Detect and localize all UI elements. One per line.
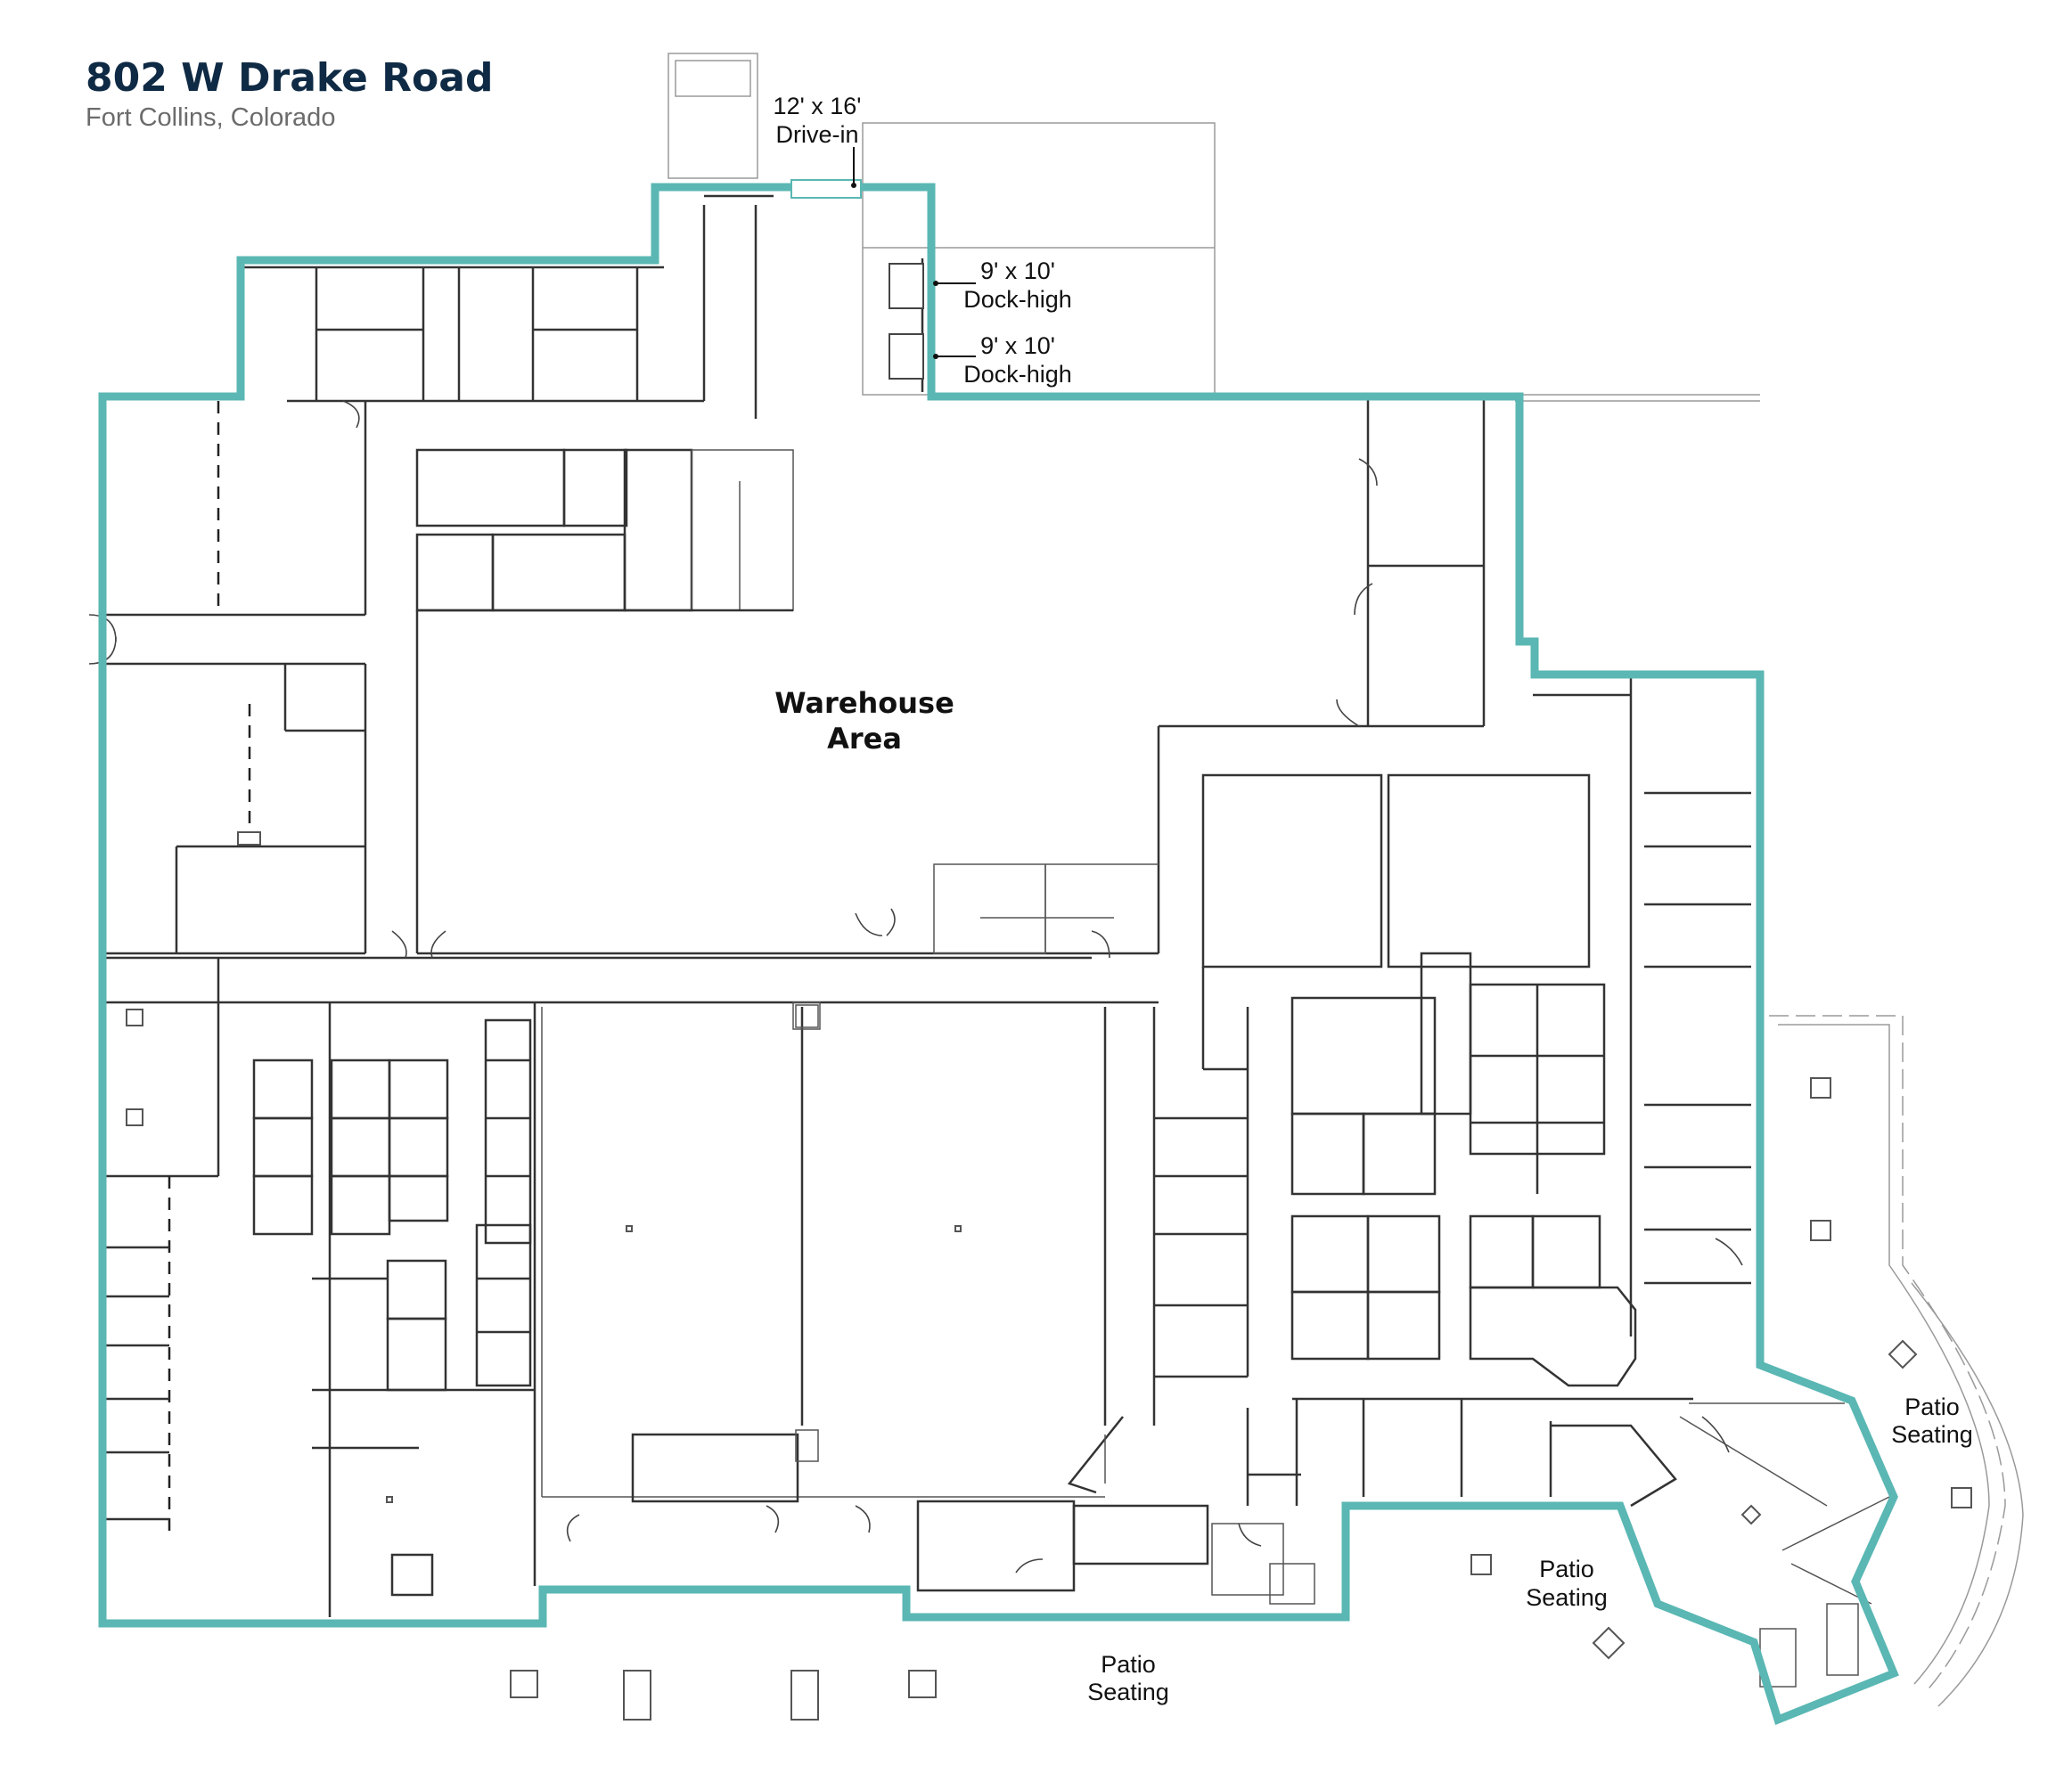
dock1-type-label: Dock-high: [963, 286, 1072, 313]
patio-piers: [510, 1077, 1972, 1721]
patio-east-label-line1: Patio: [1904, 1394, 1960, 1420]
patio-south-label-line1: Patio: [1101, 1651, 1156, 1678]
page-subtitle: Fort Collins, Colorado: [86, 103, 335, 132]
dock2-size-label: 9' x 10': [980, 332, 1055, 359]
warehouse-area-label-line2: Area: [827, 722, 902, 756]
drive-in-size-label: 12' x 16': [774, 93, 862, 119]
loading-doors: [790, 147, 976, 380]
dock2-type-label: Dock-high: [963, 361, 1072, 388]
exterior-structures: [667, 53, 2024, 1707]
patio-south-label-line2: Seating: [1087, 1679, 1169, 1705]
drive-in-type-label: Drive-in: [775, 121, 858, 148]
page-title: 802 W Drake Road: [86, 55, 493, 101]
dock1-size-label: 9' x 10': [980, 257, 1055, 284]
interior-walls: [105, 194, 1890, 1688]
warehouse-area-label-line1: Warehouse: [774, 686, 954, 720]
patio-mid-label-line1: Patio: [1539, 1556, 1594, 1582]
patio-east-label-line2: Seating: [1891, 1421, 1973, 1448]
door-swings: [88, 400, 1743, 1574]
patio-mid-label-line2: Seating: [1526, 1584, 1608, 1611]
